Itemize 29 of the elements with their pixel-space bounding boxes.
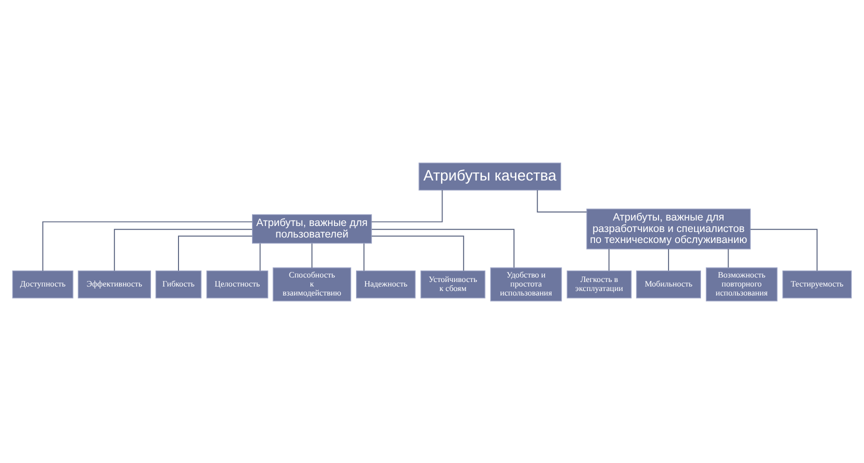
node-box: Атрибуты качества <box>418 162 562 190</box>
node-box: Удобство и простота использования <box>490 266 562 301</box>
node-box: Мобильность <box>636 270 701 298</box>
connector <box>114 228 253 271</box>
connector <box>42 220 253 271</box>
node-box: Гибкость <box>156 270 202 298</box>
connector <box>178 235 253 271</box>
node-box: Доступность <box>12 270 74 298</box>
connector <box>371 189 443 222</box>
connector <box>608 248 610 271</box>
connector <box>311 242 312 268</box>
node-box: Способность к взаимодействию <box>272 266 352 301</box>
node-box: Надежность <box>356 270 416 298</box>
connector <box>371 235 464 271</box>
connector <box>668 248 670 271</box>
node-box: Устойчивость к сбоям <box>420 270 486 298</box>
connector <box>750 228 818 271</box>
node-box: Атрибуты, важные для разработчиков и специалистов по техническому обслуживанию <box>586 208 751 249</box>
connector <box>260 242 261 271</box>
node-box: Возможность повторного использования <box>706 266 778 301</box>
connector <box>363 242 364 271</box>
connector <box>536 189 588 212</box>
node-box: Тестируемость <box>782 270 852 298</box>
connector <box>371 228 514 268</box>
node-box: Эффективность <box>78 270 151 298</box>
node-box: Легкость в эксплуатации <box>566 270 632 298</box>
node-box: Целостность <box>206 270 268 298</box>
connector <box>728 248 729 268</box>
node-box: Атрибуты, важные для пользователей <box>252 214 372 244</box>
